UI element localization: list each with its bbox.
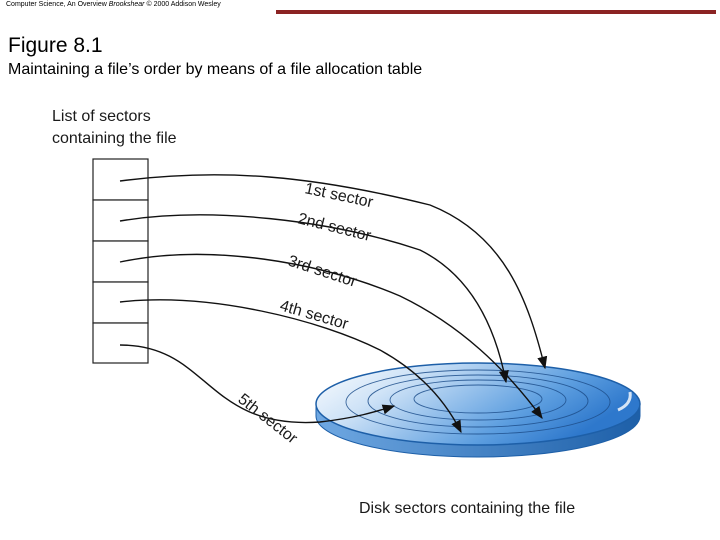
figure-caption: Maintaining a file’s order by means of a… bbox=[8, 61, 423, 78]
header-text-start: Computer Science, An Overview bbox=[6, 1, 109, 8]
sector-label-4: 4th sector bbox=[278, 298, 351, 334]
sector-label-3: 3rd sector bbox=[286, 253, 360, 291]
header-author: Brookshear bbox=[108, 1, 145, 8]
slide-header: Computer Science, An Overview Brookshear… bbox=[6, 1, 221, 8]
sector-table bbox=[92, 158, 149, 364]
arrow-sector-5 bbox=[119, 344, 396, 424]
disk-label: Disk sectors containing the file bbox=[359, 500, 575, 517]
sector-label-2: 2nd sector bbox=[296, 210, 373, 245]
list-label-line1: List of sectors bbox=[52, 108, 151, 125]
table-cell-1 bbox=[92, 158, 149, 201]
disk bbox=[315, 362, 641, 458]
arrow-sector-2 bbox=[119, 214, 509, 384]
sector-label-5: 5th sector bbox=[235, 391, 301, 448]
arrow-sector-4 bbox=[119, 299, 462, 434]
table-cell-5 bbox=[92, 322, 149, 364]
table-cell-3 bbox=[92, 240, 149, 283]
figure-title: Figure 8.1 bbox=[8, 34, 103, 57]
header-text-end: © 2000 Addison Wesley bbox=[144, 1, 221, 8]
list-label-line2: containing the file bbox=[52, 130, 177, 147]
arrow-sector-3 bbox=[119, 253, 543, 420]
sector-label-1: 1st sector bbox=[303, 180, 375, 211]
arrow-sector-1 bbox=[119, 174, 548, 370]
header-rule bbox=[276, 10, 716, 14]
